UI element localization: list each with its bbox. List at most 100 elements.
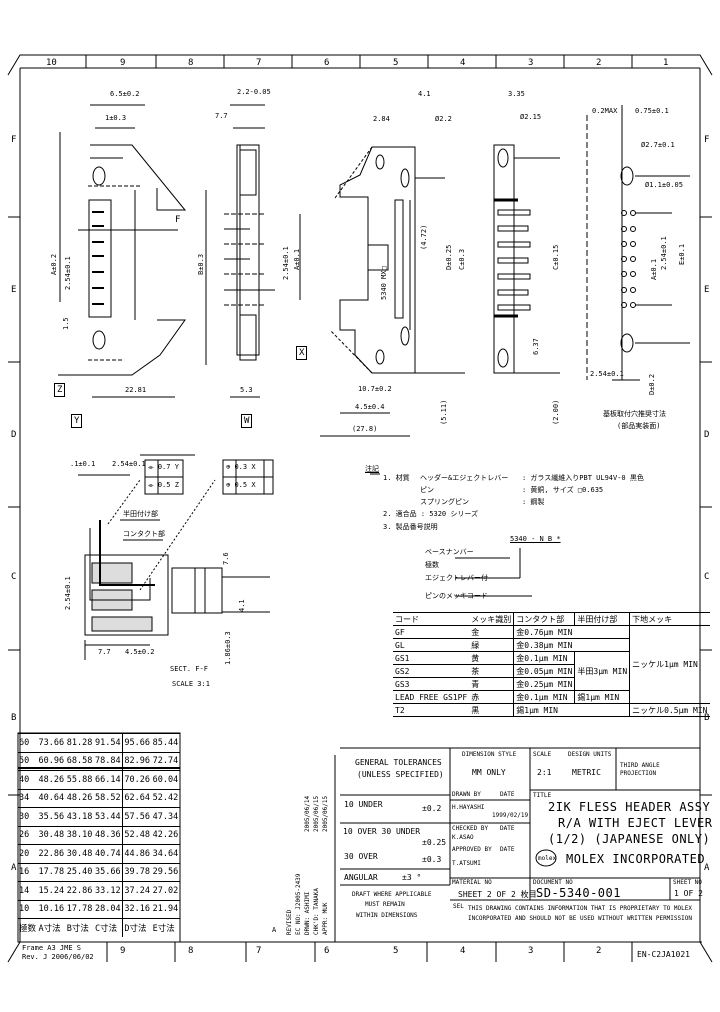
drawn-date-label: DATE xyxy=(500,791,515,798)
design-units-label: DESIGN UNITS xyxy=(568,751,612,758)
dimension-label: 0.2MAX xyxy=(592,107,618,115)
revision-date: 2005/06/14 xyxy=(304,795,311,832)
title-label: TITLE xyxy=(533,792,552,799)
dimension-label: 4.1 xyxy=(418,90,431,98)
tolerance-label: 30 OVER xyxy=(344,852,378,861)
sheet-no-label: SHEET NO xyxy=(673,879,702,886)
zone-col-label: 4 xyxy=(460,58,466,68)
sheet-number: 1 OF 2 xyxy=(674,889,703,898)
circuit-count-cell: 14 xyxy=(18,881,38,900)
zone-col-label: 3 xyxy=(528,58,534,68)
section-view xyxy=(78,454,274,660)
dimension-label: A±0.2 xyxy=(50,253,58,275)
dimension-cell: 30.48 xyxy=(37,825,66,845)
drawn-by-label: DRAWN BY xyxy=(452,791,481,798)
dimension-label: 1.86±0.3 xyxy=(224,631,232,665)
dimension-cell: 34.64 xyxy=(151,844,180,863)
zone-col-label: 1 xyxy=(663,58,669,68)
zone-col-label: 6 xyxy=(324,946,330,956)
dimension-label: 2.54±0.1 xyxy=(64,256,72,290)
zone-col-label: 2 xyxy=(596,58,602,68)
dimension-cell: 30.48 xyxy=(65,844,95,863)
dimension-cell: 60.96 xyxy=(37,751,66,771)
drawing-title: 2IK FLESS HEADER ASSY xyxy=(548,800,711,814)
dimension-cell: 15.24 xyxy=(37,881,66,900)
zone-row-label: E xyxy=(704,285,710,295)
dimension-cell: 40.74 xyxy=(94,844,123,863)
drawing-title: R/A WITH EJECT LEVER xyxy=(558,816,713,830)
document-no-label: DOCUMENT NO xyxy=(533,879,573,886)
zone-row-label: F xyxy=(11,135,17,145)
material-no-label: MATERIAL NO xyxy=(452,879,492,886)
dimension-label: Ø2.15 xyxy=(520,113,542,121)
pcb-layout-subtitle: (部品実装面) xyxy=(617,422,661,430)
dimension-cell: 40.64 xyxy=(37,788,66,808)
tolerance-frame: ⊕ 0.5 X xyxy=(226,481,256,489)
side-view xyxy=(58,104,187,398)
dimension-cell: 66.14 xyxy=(94,770,123,789)
document-number: SD-5340-001 xyxy=(536,886,621,900)
zone-col-label: 5 xyxy=(393,946,399,956)
general-tolerances-sub: (UNLESS SPECIFIED) xyxy=(357,770,444,779)
dimension-label: 4.1 xyxy=(238,599,246,612)
rear-view xyxy=(493,144,560,374)
circuit-count-cell: 16 xyxy=(18,862,38,882)
header-contact: コンタクト部 xyxy=(513,612,575,626)
dimension-label: 4.5±0.2 xyxy=(125,648,155,656)
circuit-count-cell: 極数 xyxy=(18,918,38,937)
note-material-spec: : 鋼製 xyxy=(522,498,545,506)
datum-x: X xyxy=(296,346,308,360)
part-marking: 5340 MX□ xyxy=(380,266,388,300)
zone-col-label: 8 xyxy=(188,58,194,68)
circuit-count-cell: 50 xyxy=(18,751,38,771)
dimension-cell: 33.12 xyxy=(94,881,123,900)
checked-by-label: CHECKED BY xyxy=(452,825,489,832)
dimension-label: (2.00) xyxy=(552,399,560,425)
part-number-legend: エジェクトレバー付 xyxy=(425,574,488,582)
tolerance-value: ±3 ° xyxy=(402,873,422,882)
dimension-cell: 70.26 xyxy=(122,770,152,789)
dimension-label: 6.5±0.2 xyxy=(110,90,140,98)
sheet-count: SHEET 2 OF 2 枚目 xyxy=(458,890,537,899)
dimension-label: A±0.1 xyxy=(293,248,301,270)
dimension-label: Ø2.2 xyxy=(435,115,452,123)
dimension-label: 3.35 xyxy=(508,90,525,98)
dimension-label: D±0.2 xyxy=(648,373,656,395)
dimension-label: 0.75±0.1 xyxy=(635,107,669,115)
dimension-style: MM ONLY xyxy=(472,768,506,777)
revision-line: REVISED xyxy=(286,909,293,935)
dimension-cell: 35.56 xyxy=(37,807,66,826)
dimension-cell: 10.16 xyxy=(37,899,66,919)
dimension-label: 10.7±0.2 xyxy=(358,385,392,393)
pcb-layout xyxy=(586,105,690,381)
general-tolerances-label: GENERAL TOLERANCES xyxy=(355,758,442,767)
dimension-label: C±0.3 xyxy=(458,248,466,270)
drawn-by: H.HAYASHI xyxy=(452,804,485,811)
checked-by: K.ASAO xyxy=(452,834,474,841)
dimension-label: (5.11) xyxy=(440,399,448,425)
dimension-cell: 28.04 xyxy=(94,899,123,919)
dimension-cell: 17.78 xyxy=(37,862,66,882)
section-title: SECT. F-F xyxy=(170,665,208,673)
header-underplate: 下地メッキ xyxy=(629,612,710,626)
dimension-cell: 81.28 xyxy=(65,733,95,752)
dimension-label: 2.2-0.05 xyxy=(237,88,271,96)
part-number-format: 5340 - N B * xyxy=(510,535,561,543)
part-number-legend: 極数 xyxy=(425,561,439,569)
datum-y: Y xyxy=(71,414,83,428)
circuit-count-cell: 26 xyxy=(18,825,38,845)
dimension-label: 7.7 xyxy=(98,648,111,656)
frame-info: Rev. J 2006/06/02 xyxy=(22,953,94,961)
dimension-label: C±0.15 xyxy=(552,244,560,270)
dimension-label: 2.54±0.1 xyxy=(112,460,146,468)
dimension-cell: 57.56 xyxy=(122,807,152,826)
dimension-cell: 48.26 xyxy=(37,770,66,789)
dimension-label: 1.5 xyxy=(62,317,70,330)
table-header-row: コードメッキ識別コンタクト部半田付け部下地メッキ xyxy=(393,612,710,626)
